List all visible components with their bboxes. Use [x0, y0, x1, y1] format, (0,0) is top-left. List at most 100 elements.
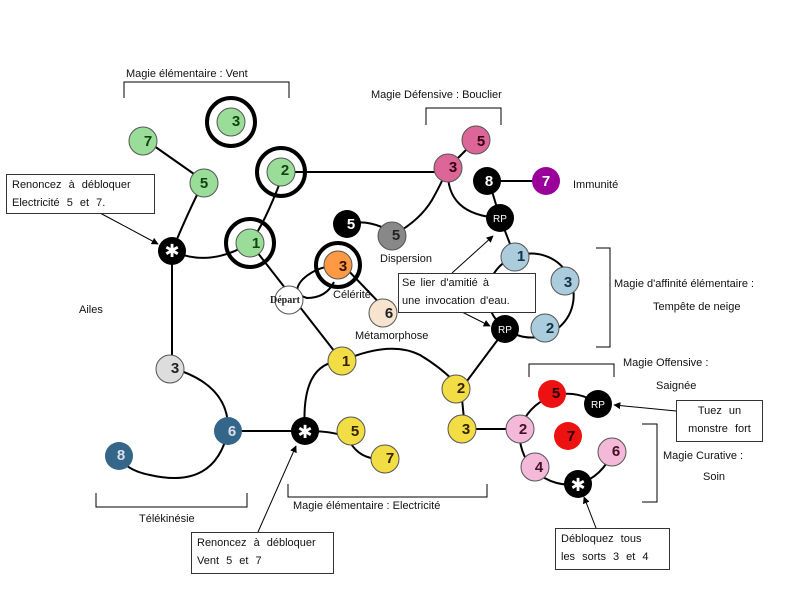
node-label: 6	[228, 423, 236, 440]
node-telekinesie-8[interactable]: 8	[105, 442, 133, 470]
node-star-left[interactable]: ✱	[158, 237, 186, 265]
node-label: RP	[493, 214, 507, 225]
node-label: 3	[449, 159, 457, 176]
node-immunite-7[interactable]: 7	[532, 167, 560, 195]
asterisk-icon: ✱	[164, 241, 179, 262]
bracket-telekinesie	[95, 493, 248, 508]
node-bouclier-3[interactable]: 3	[433, 153, 463, 183]
node-label: 1	[342, 353, 350, 370]
note-tuez-monstre: Tuez un monstre fort	[676, 400, 763, 442]
label-electricite: Magie élémentaire : Electricité	[293, 500, 440, 512]
label-offensive-line1: Magie Offensive :	[623, 357, 708, 369]
label-metamorphose: Métamorphose	[355, 330, 428, 342]
node-label: 3	[339, 258, 347, 275]
node-rp-right[interactable]: RP	[584, 390, 612, 418]
node-elec-2[interactable]: 2	[441, 374, 471, 404]
note-line: Electricité 5 et 7.	[12, 197, 106, 209]
node-label: RP	[498, 325, 512, 336]
node-disp-black-5[interactable]: 5	[333, 210, 361, 238]
node-curative-4[interactable]: 4	[520, 452, 550, 482]
node-vent-5[interactable]: 5	[189, 168, 219, 198]
node-bouclier-5[interactable]: 5	[461, 125, 491, 155]
note-debloquez-sorts: Débloquez tous les sorts 3 et 4	[555, 528, 670, 570]
node-label: 3	[171, 360, 179, 377]
note-invocation: Se lier d'amitié à une invocation d'eau.	[398, 273, 536, 313]
node-label: 3	[232, 113, 240, 130]
node-affinite-1[interactable]: 1	[500, 242, 530, 272]
label-celerite: Célérité	[333, 289, 371, 301]
node-vent-2[interactable]: 2	[255, 146, 307, 198]
node-affinite-3[interactable]: 3	[550, 266, 580, 296]
node-label: 2	[519, 421, 527, 438]
node-vent-7[interactable]: 7	[128, 126, 158, 156]
node-metamorphose-6[interactable]: 6	[368, 298, 398, 328]
node-label: 5	[351, 423, 359, 440]
node-celerite-3[interactable]: 3	[314, 241, 362, 289]
node-vent-3[interactable]: 3	[205, 96, 257, 148]
node-label: 5	[347, 216, 355, 233]
note-line: Débloquez tous	[561, 533, 642, 545]
node-vent-1[interactable]: 1	[224, 217, 276, 269]
asterisk-icon: ✱	[297, 422, 312, 443]
node-label: 1	[517, 248, 525, 265]
asterisk-icon: ✱	[570, 475, 585, 496]
node-affinite-2[interactable]: 2	[530, 313, 560, 343]
node-label: 5	[552, 385, 560, 402]
node-offensive-5[interactable]: 5	[538, 380, 566, 408]
label-bouclier: Magie Défensive : Bouclier	[371, 89, 502, 101]
label-dispersion: Dispersion	[380, 253, 432, 265]
bracket-vent	[123, 81, 290, 98]
label-affinite-line2: Tempête de neige	[653, 301, 740, 313]
bracket-affinite	[596, 247, 611, 348]
node-label: 4	[535, 459, 544, 476]
node-label: 7	[542, 173, 550, 190]
note-line: Vent 5 et 7	[197, 555, 262, 567]
bracket-offensive	[528, 363, 615, 377]
node-elec-1[interactable]: 1	[327, 346, 357, 376]
label-telekinesie: Télékinésie	[139, 513, 195, 525]
node-disp-5[interactable]: 5	[377, 221, 407, 251]
note-line: Renoncez à débloquer	[197, 537, 316, 549]
note-line: monstre fort	[688, 423, 751, 435]
node-label: RP	[591, 400, 605, 411]
node-label: 6	[612, 443, 620, 460]
label-curative-line2: Soin	[703, 471, 725, 483]
node-immunite-8[interactable]: 8	[473, 167, 501, 195]
node-ailes-3[interactable]: 3	[155, 354, 185, 384]
node-rp-mid[interactable]: RP	[491, 315, 519, 343]
node-label: 5	[200, 175, 208, 192]
note-line: une invocation d'eau.	[402, 295, 510, 307]
node-elec-3[interactable]: 3	[447, 414, 477, 444]
bracket-electricite	[287, 484, 488, 498]
bracket-curative	[642, 423, 658, 503]
note-renoncez-electricite: Renoncez à débloquer Electricité 5 et 7.	[6, 174, 155, 214]
note-line: Tuez un	[697, 405, 742, 417]
node-star-bottom[interactable]: ✱	[291, 417, 319, 445]
arrows	[99, 212, 677, 533]
node-label: 8	[485, 173, 493, 190]
bracket-bouclier	[425, 107, 502, 125]
node-curative-6[interactable]: 6	[597, 437, 627, 467]
node-label: 7	[386, 450, 394, 467]
node-star-right[interactable]: ✱	[564, 470, 592, 498]
node-offensive-7[interactable]: 7	[554, 422, 582, 450]
label-vent: Magie élémentaire : Vent	[126, 68, 248, 80]
label-affinite-line1: Magie d'affinité élémentaire :	[614, 278, 754, 290]
node-label: 7	[567, 428, 575, 445]
node-label: 6	[385, 305, 393, 322]
label-curative-line1: Magie Curative :	[663, 450, 743, 462]
node-elec-5[interactable]: 5	[336, 416, 366, 446]
node-label: 3	[462, 421, 470, 438]
node-label: 7	[144, 133, 152, 150]
node-telekinesie-6[interactable]: 6	[214, 417, 242, 445]
label-offensive-line2: Saignée	[656, 380, 696, 392]
note-line: les sorts 3 et 4	[561, 551, 649, 563]
node-label: 2	[281, 162, 289, 179]
label-immunite: Immunité	[573, 179, 618, 191]
node-curative-2[interactable]: 2	[505, 414, 535, 444]
node-elec-7[interactable]: 7	[370, 444, 400, 474]
node-depart[interactable]	[274, 285, 304, 315]
node-rp-top[interactable]: RP	[486, 204, 514, 232]
